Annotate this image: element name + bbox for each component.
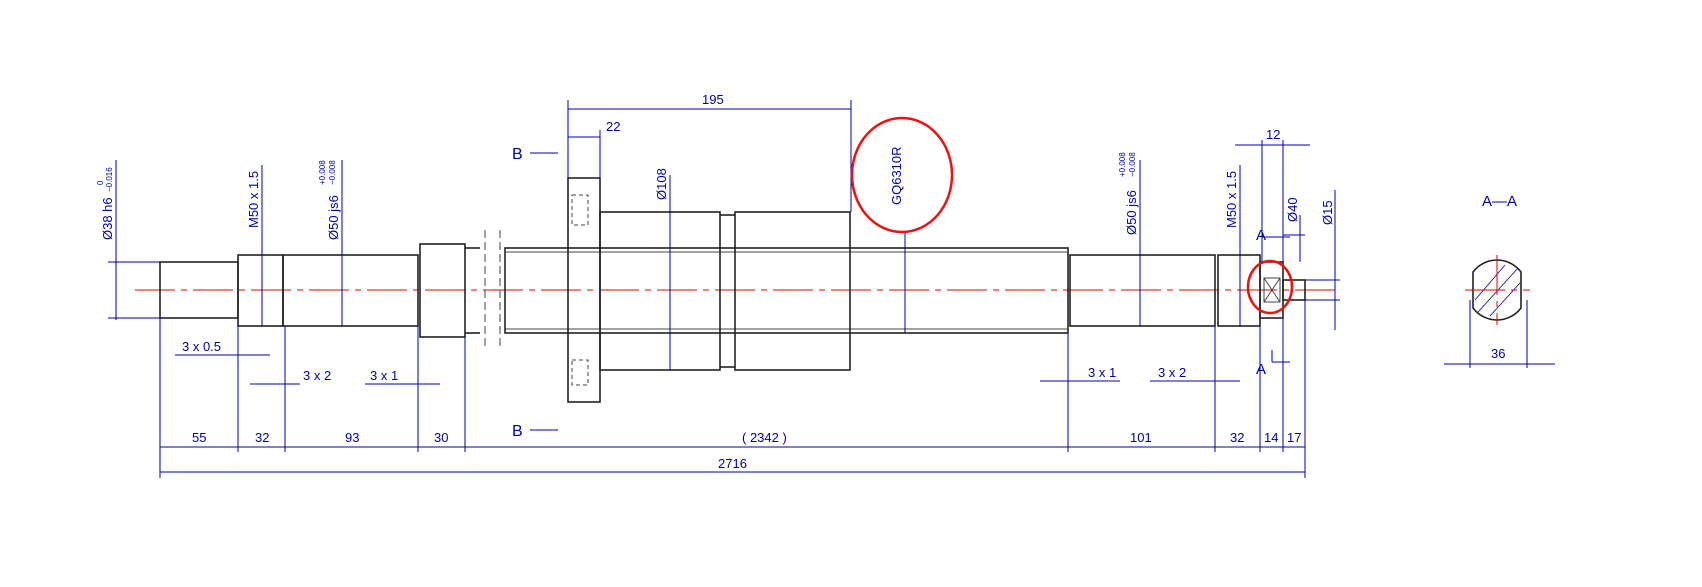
label-d50-left: Ø50 js6	[326, 195, 341, 240]
chamfer-label: 3 x 2	[303, 368, 331, 383]
section-a-top: A	[1256, 227, 1266, 244]
tol-lower: −0.008	[1128, 152, 1137, 177]
section-title: A—A	[1482, 193, 1517, 210]
flange-label: 22	[606, 119, 620, 134]
chamfer-label: 3 x 1	[370, 368, 398, 383]
chamfer-label: 3 x 2	[1158, 365, 1186, 380]
highlight-circle-end	[1246, 259, 1294, 315]
length-label: 30	[434, 430, 448, 445]
tol-upper: +0.008	[1118, 152, 1127, 177]
flat-width-label: 36	[1491, 346, 1505, 361]
nut-model: GQ6310R	[889, 146, 904, 205]
tol-upper: 0	[96, 180, 105, 185]
length-label: 14	[1264, 430, 1278, 445]
label-d50-right: Ø50 js6	[1124, 190, 1139, 235]
length-label: 93	[345, 430, 359, 445]
label-d108: Ø108	[654, 168, 669, 200]
length-label: 32	[1230, 430, 1244, 445]
overall-length: 2716	[718, 456, 747, 471]
length-label: 55	[192, 430, 206, 445]
label-thread-right: M50 x 1.5	[1224, 171, 1239, 228]
label-d40: Ø40	[1285, 197, 1300, 222]
section-a-a-view	[1465, 255, 1530, 325]
end-length-label: 12	[1266, 127, 1280, 142]
chamfer-label: 3 x 1	[1088, 365, 1116, 380]
tol-lower: −0.008	[328, 160, 337, 185]
chamfer-label: 3 x 0.5	[182, 339, 221, 354]
ball-nut	[567, 177, 851, 403]
section-b-top: B	[512, 146, 523, 163]
length-label: 101	[1130, 430, 1152, 445]
length-label: ( 2342 )	[742, 430, 787, 445]
length-label: 17	[1287, 430, 1301, 445]
label-d15: Ø15	[1320, 200, 1335, 225]
section-a-bottom: A	[1256, 361, 1266, 378]
section-b-bottom: B	[512, 423, 523, 440]
label-d38: Ø38 h6	[100, 197, 115, 240]
length-label: 32	[255, 430, 269, 445]
tol-lower: −0.016	[105, 167, 114, 192]
tol-upper: +0.008	[318, 160, 327, 185]
nut-length-label: 195	[702, 92, 724, 107]
dimension-lines	[108, 100, 1555, 478]
shaft-outline	[159, 230, 1306, 350]
label-thread-left: M50 x 1.5	[246, 171, 261, 228]
highlight-circle-nut	[850, 116, 954, 234]
